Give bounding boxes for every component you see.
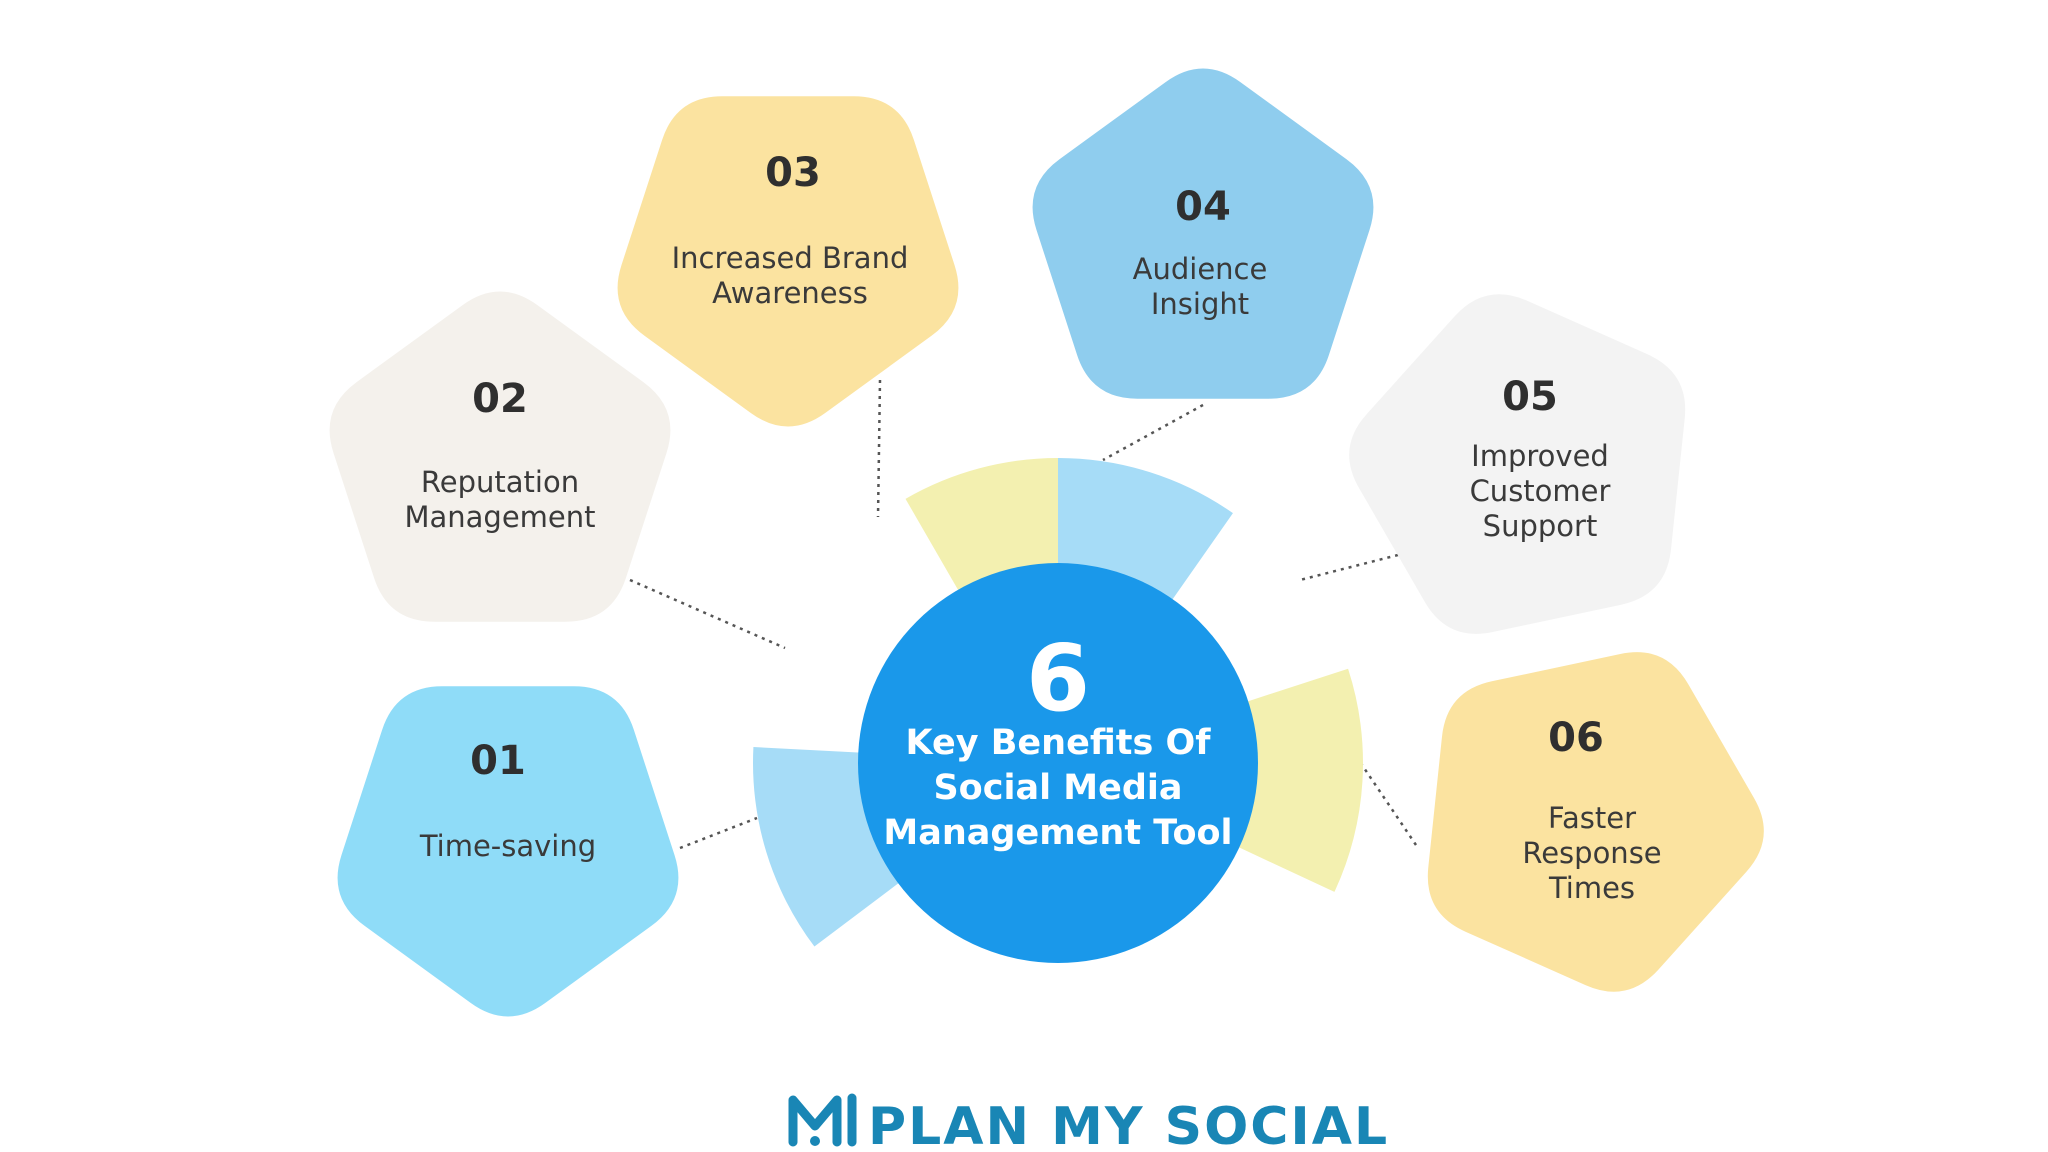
benefit-02-label-line-2: Management (404, 500, 595, 534)
benefit-06-label-line-3: Times (1548, 871, 1635, 905)
benefit-04-label-line-1: Audience (1133, 252, 1268, 286)
pentagon-shape-04 (1032, 68, 1374, 399)
benefit-06-label-line-1: Faster (1548, 801, 1636, 835)
connector-01 (679, 816, 758, 850)
benefit-03-label-line-1: Increased Brand (672, 241, 909, 275)
center-title-line-1: Key Benefits Of (906, 723, 1212, 763)
pentagon-shape-01 (337, 686, 679, 1017)
benefit-04: 04 Audience Insight (1032, 68, 1374, 399)
benefit-03-number: 03 (765, 150, 821, 196)
connector-lines (629, 379, 1418, 850)
center-title-line-3: Management Tool (883, 813, 1232, 853)
plan-my-social-logo: PLAN MY SOCIAL (788, 1093, 1389, 1152)
connector-05 (1299, 553, 1399, 582)
benefit-01-label-line-1: Time-saving (419, 829, 596, 863)
center-hub: 6 Key Benefits Of Social Media Managemen… (858, 563, 1258, 963)
ring-segment-blue-left (752, 747, 900, 947)
pentagon-shape-05 (1349, 294, 1686, 634)
ring-segment-yellow-top (905, 458, 1058, 592)
pentagon-shape-06 (1427, 652, 1764, 992)
connector-03 (876, 379, 882, 518)
benefit-04-label-line-2: Insight (1151, 287, 1249, 321)
benefit-01: 01 Time-saving (337, 686, 679, 1017)
benefit-05-label-line-3: Support (1483, 509, 1598, 543)
connector-06 (1358, 761, 1418, 846)
benefit-06-label-line-2: Response (1522, 836, 1661, 870)
benefit-02: 02 Reputation Management (329, 291, 671, 622)
central-ring (752, 458, 1363, 947)
benefit-03: 03 Increased Brand Awareness (617, 96, 959, 427)
benefit-06: 06 Faster Response Times (1427, 652, 1764, 992)
benefit-03-label-line-2: Awareness (712, 276, 868, 310)
benefit-05-number: 05 (1502, 374, 1558, 420)
benefit-05-label-line-2: Customer (1470, 474, 1611, 508)
logo-text: PLAN MY SOCIAL (868, 1097, 1389, 1152)
connector-02 (629, 578, 786, 650)
benefit-04-number: 04 (1175, 184, 1231, 230)
benefit-02-number: 02 (472, 376, 528, 422)
pentagon-shape-03 (617, 96, 959, 427)
center-number: 6 (1026, 625, 1090, 732)
benefit-05-label-line-1: Improved (1471, 439, 1609, 473)
benefit-06-number: 06 (1548, 715, 1604, 761)
connector-04 (1102, 403, 1204, 462)
center-title-line-2: Social Media (933, 768, 1182, 808)
benefit-05: 05 Improved Customer Support (1349, 294, 1686, 634)
center-circle (858, 563, 1258, 963)
benefit-01-number: 01 (470, 738, 526, 784)
ring-segment-blue-top (1058, 458, 1233, 601)
benefit-02-label-line-1: Reputation (421, 465, 579, 499)
ring-segment-yellow-right (1237, 668, 1363, 892)
pentagon-shape-02 (329, 291, 671, 622)
plan-my-social-m-logo-icon (788, 1093, 857, 1147)
